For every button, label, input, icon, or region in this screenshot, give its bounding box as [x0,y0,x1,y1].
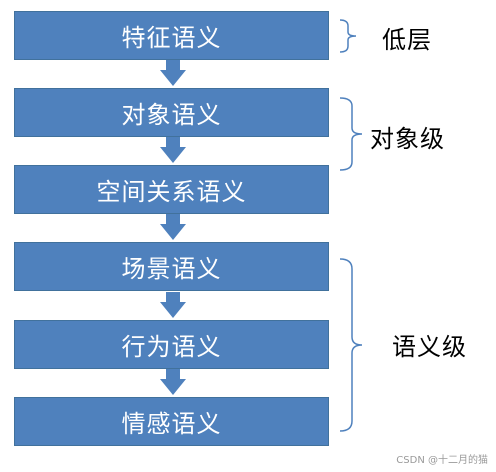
flow-box-object-semantics: 对象语义 [14,88,329,137]
level-label-low: 低层 [382,26,432,54]
flow-box-label: 情感语义 [121,410,222,438]
down-arrow-icon [160,369,186,395]
bracket-semantic-level [339,258,363,432]
level-label-semantic: 语义级 [392,333,467,361]
level-label-object: 对象级 [370,125,445,153]
flow-box-label: 场景语义 [121,255,222,283]
down-arrow-icon [160,60,186,86]
flow-box-label: 空间关系语义 [96,178,247,206]
flow-box-label: 特征语义 [121,24,222,52]
down-arrow-icon [160,214,186,240]
down-arrow-icon [160,292,186,318]
bracket-low-level [339,19,357,53]
watermark: CSDN @十二月的猫 [396,455,488,466]
flow-box-label: 对象语义 [121,101,222,129]
flow-box-spatial-relation-semantics: 空间关系语义 [14,165,329,214]
flow-box-behavior-semantics: 行为语义 [14,320,329,369]
flow-box-emotion-semantics: 情感语义 [14,397,329,446]
down-arrow-icon [160,137,186,163]
flow-box-scene-semantics: 场景语义 [14,242,329,291]
flow-box-feature-semantics: 特征语义 [14,11,329,60]
bracket-object-level [339,97,363,171]
flow-box-label: 行为语义 [121,333,222,361]
